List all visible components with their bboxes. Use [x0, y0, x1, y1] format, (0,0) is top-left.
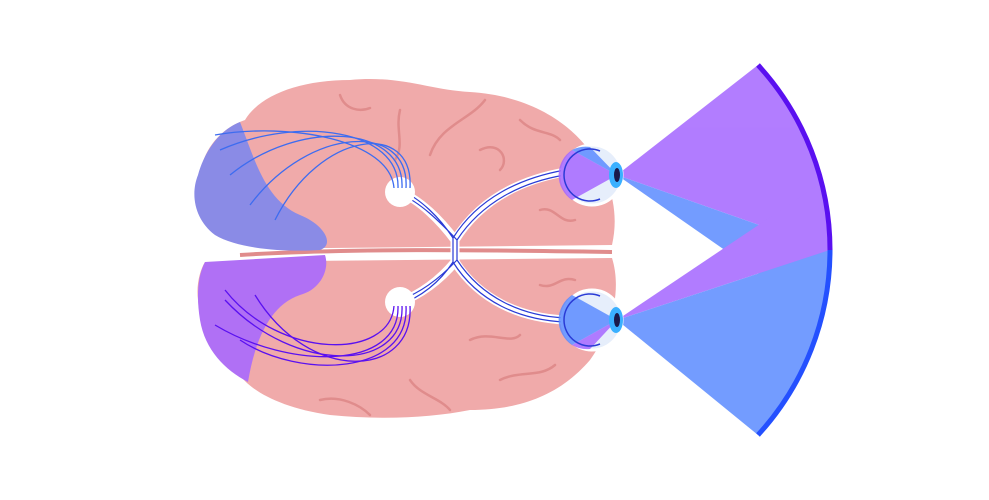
upper-eye	[558, 143, 624, 207]
left-occipital-lobe	[194, 122, 328, 251]
brain-folds	[318, 93, 577, 417]
upper-eye-purple-field	[617, 65, 830, 250]
brain-upper-hemisphere	[199, 78, 615, 248]
optic-radiation-lower	[214, 289, 411, 366]
left-lgn	[385, 177, 415, 207]
right-lgn	[385, 287, 415, 317]
right-occipital-lobe	[197, 255, 327, 382]
brain-midline	[239, 248, 613, 257]
brain	[194, 78, 616, 418]
field-edge-purple	[756, 63, 833, 251]
field-edge-blue	[756, 249, 833, 437]
brain-lower-hemisphere	[197, 258, 616, 418]
lower-eye	[558, 288, 624, 352]
lower-eye-purple-field	[617, 185, 830, 320]
visual-fields	[617, 65, 830, 435]
optic-radiation-upper	[214, 130, 411, 221]
lower-eye-blue-field	[617, 250, 830, 435]
